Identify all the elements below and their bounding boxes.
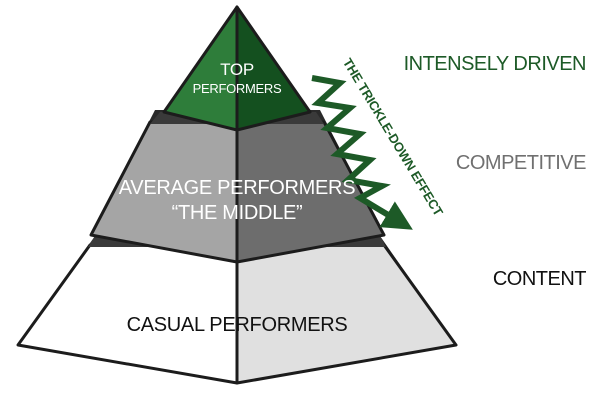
tier-top-label: TOP PERFORMERS [187,60,287,97]
tier-middle [89,110,386,264]
tier-top [162,5,312,132]
tier-bottom [16,236,458,385]
side-label-intensely-driven: INTENSELY DRIVEN [403,53,587,75]
tier-middle-line2: “THE MIDDLE” [171,202,303,224]
side-label-content: CONTENT [492,268,587,290]
tier-top-line2: PERFORMERS [192,81,282,96]
tier-middle-line1: AVERAGE PERFORMERS [118,177,356,199]
tier-top-line1: TOP [220,60,254,79]
tier-bottom-label: CASUAL PERFORMERS [126,314,348,336]
tier-top-right-face [235,5,312,132]
side-label-competitive: COMPETITIVE [455,152,587,174]
tier-middle-label: AVERAGE PERFORMERS “THE MIDDLE” [107,176,367,226]
trickle-down-arrow [311,75,413,230]
